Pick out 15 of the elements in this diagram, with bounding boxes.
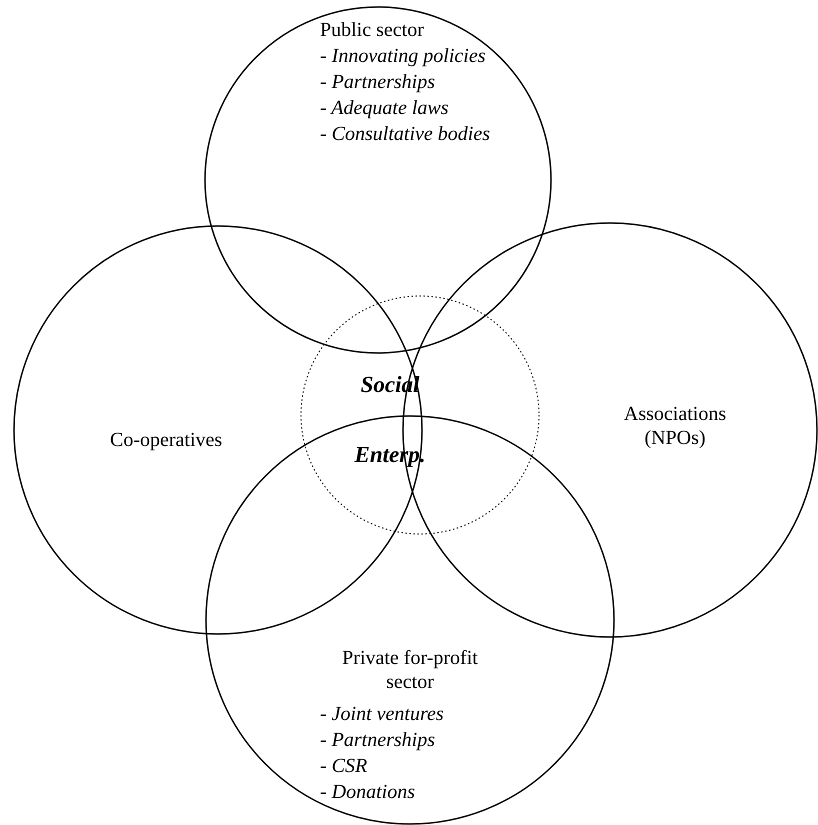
circle-heading: Private for-profit sector [341,646,479,694]
list-item: - Partnerships [320,70,436,94]
list-item: - Donations [320,780,416,804]
circle-heading: Public sector [320,18,425,42]
venn-circle [13,225,423,635]
list-item: - Adequate laws [320,96,450,120]
circle-heading: Co-operatives [110,428,224,452]
circle-heading: Associations (NPOs) [622,402,728,450]
list-item: - Joint ventures [320,702,445,726]
list-item: - Innovating policies [320,44,487,68]
list-item: - CSR [320,754,368,778]
dotted-circle [300,295,540,535]
list-item: - Consultative bodies [320,122,491,146]
venn-circle [204,6,552,354]
list-item: - Partnerships [320,728,436,752]
